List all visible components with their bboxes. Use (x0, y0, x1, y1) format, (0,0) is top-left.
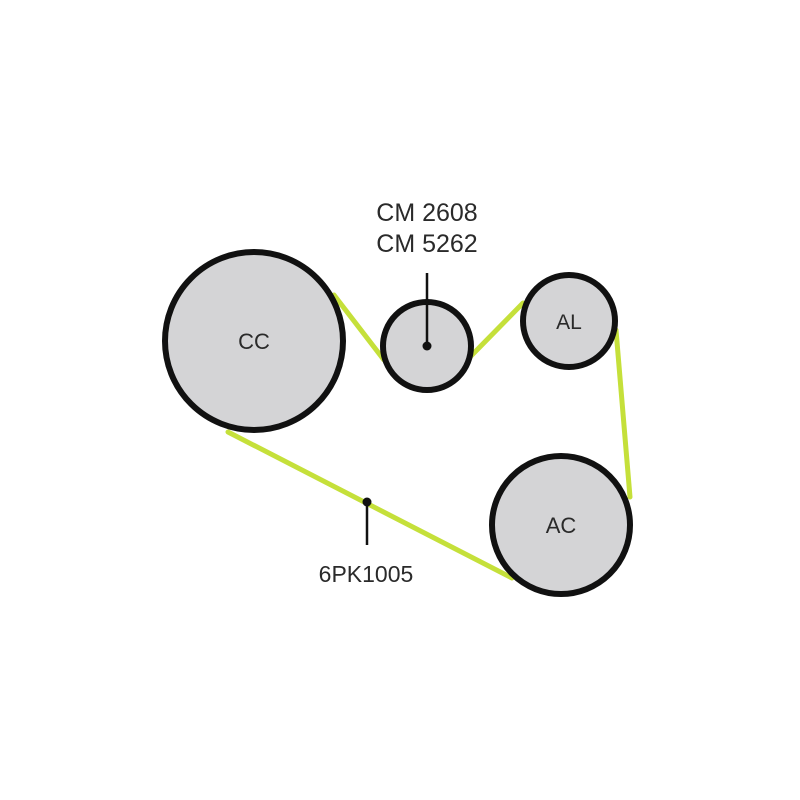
pulley-ac: AC (489, 453, 633, 597)
belt-segment-idler-al (467, 300, 526, 360)
belt-segment-al-ac (613, 327, 633, 500)
callout-dot (422, 341, 432, 351)
idler-part-number-2: CM 5262 (376, 230, 477, 258)
belt-segment-cc-idler (331, 292, 387, 363)
pulley-al: AL (520, 272, 618, 370)
callout-dot (362, 497, 372, 507)
idler-part-number-1: CM 2608 (376, 199, 477, 227)
belt-callout: 6PK1005 (319, 497, 414, 587)
pulley-cc: CC (162, 249, 346, 433)
pulley-label-cc: CC (238, 329, 270, 354)
belt-part-number: 6PK1005 (319, 561, 414, 587)
pulley-label-al: AL (556, 311, 582, 334)
idler-callout: CM 2608 CM 5262 (376, 199, 478, 351)
pulley-label-ac: AC (546, 513, 577, 538)
